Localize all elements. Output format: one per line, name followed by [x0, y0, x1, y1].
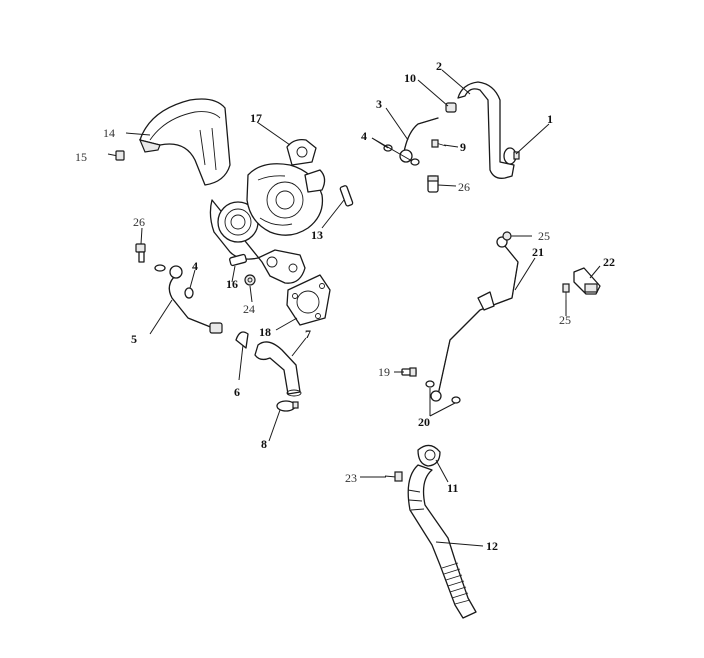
banjo-bolt-26 [135, 243, 146, 263]
callout-4-lower: 4 [192, 259, 198, 273]
callout-7: 7 [305, 327, 311, 341]
gasket-18 [286, 274, 331, 326]
callout-25-upper: 25 [538, 229, 550, 243]
callout-11: 11 [447, 481, 458, 495]
callout-24: 24 [243, 302, 255, 316]
banjo-bolt-26-upper [427, 175, 439, 193]
callout-5: 5 [131, 332, 137, 346]
clamp-8 [276, 400, 299, 412]
washers-20 [425, 380, 461, 404]
gasket-11 [417, 444, 441, 467]
nut-24 [244, 274, 256, 286]
callout-20: 20 [418, 415, 430, 429]
coolant-pipe-2 [457, 81, 515, 179]
callout-14: 14 [103, 126, 115, 140]
callout-17: 17 [250, 111, 262, 125]
bolt-9 [431, 139, 447, 148]
callout-23: 23 [345, 471, 357, 485]
callout-labels: 1 2 3 4 10 9 26 14 15 17 13 26 4 16 24 1… [75, 59, 615, 553]
callout-8: 8 [261, 437, 267, 451]
callout-18: 18 [259, 325, 271, 339]
callout-9: 9 [460, 140, 466, 154]
stud-16 [229, 253, 247, 267]
callout-22: 22 [603, 255, 615, 269]
callout-12: 12 [486, 539, 498, 553]
callout-26-upper: 26 [458, 180, 470, 194]
leader-lines [125, 69, 601, 547]
callout-2: 2 [436, 59, 442, 73]
callout-6: 6 [234, 385, 240, 399]
sensor-22 [573, 267, 601, 295]
water-pipe-21 [430, 236, 519, 402]
bolt-23 [384, 471, 403, 482]
callout-1: 1 [547, 112, 553, 126]
oil-drain-pipe-12 [407, 464, 477, 619]
callout-25-lower: 25 [559, 313, 571, 327]
bolt-25-lower [562, 283, 570, 302]
callout-13: 13 [311, 228, 323, 242]
callout-21: 21 [532, 245, 544, 259]
turbocharger [209, 139, 326, 284]
callout-16: 16 [226, 277, 238, 291]
clamp-6 [235, 331, 249, 349]
callout-10: 10 [404, 71, 416, 85]
callout-3: 3 [376, 97, 382, 111]
bolt-19 [401, 367, 417, 377]
pin-13 [339, 185, 354, 207]
clamp-1 [503, 147, 520, 165]
oil-return-line [168, 265, 223, 334]
callout-4-upper: 4 [361, 129, 367, 143]
bolt-15 [107, 150, 125, 161]
hose-7 [254, 341, 302, 397]
callout-15: 15 [75, 150, 87, 164]
oil-feed-pipe [383, 117, 439, 166]
bolt-10 [445, 102, 457, 113]
callout-19: 19 [378, 365, 390, 379]
washer-4-left [154, 264, 194, 299]
heat-shield [138, 98, 231, 186]
callout-26-lower: 26 [133, 215, 145, 229]
